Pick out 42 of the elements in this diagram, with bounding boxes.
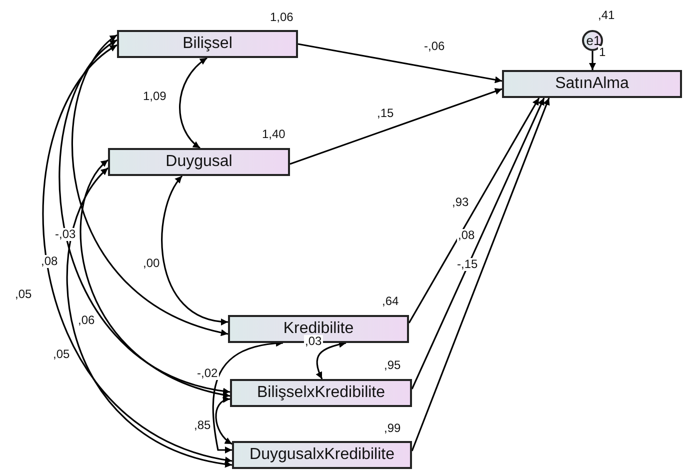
edge-label: -,06 xyxy=(423,40,446,53)
covariance-arrow xyxy=(316,341,346,380)
edge-label: 1 xyxy=(598,46,607,59)
variable-box: BilişselxKredibilite xyxy=(230,379,412,407)
path-arrow xyxy=(411,98,550,452)
covariance-arrow xyxy=(161,176,228,325)
edge-label: ,85 xyxy=(193,419,212,432)
variance-label: 1,40 xyxy=(262,127,286,141)
covariance-arrow xyxy=(179,57,208,149)
edge-label: 1,09 xyxy=(142,90,168,103)
covariance-arrow xyxy=(215,396,232,445)
edge-label: ,00 xyxy=(142,257,161,270)
covariance-arrow xyxy=(42,44,232,463)
edge-label: ,03 xyxy=(304,335,323,348)
covariance-arrow xyxy=(72,34,228,336)
covariance-arrow xyxy=(80,159,230,398)
edge-label: -,15 xyxy=(456,258,479,271)
edge-label: ,08 xyxy=(40,255,59,268)
edge-label: ,06 xyxy=(77,314,96,327)
variance-label: 1,06 xyxy=(270,10,294,24)
path-arrow xyxy=(589,51,596,70)
variance-label: ,41 xyxy=(598,8,615,22)
variance-label: ,64 xyxy=(382,294,399,308)
variable-box: DuygusalxKredibilite xyxy=(232,441,412,469)
edge-label: -,03 xyxy=(54,228,77,241)
path-arrow xyxy=(408,98,540,324)
path-arrow xyxy=(298,43,502,84)
edge-label: ,15 xyxy=(376,107,395,120)
path-arrow xyxy=(290,88,502,165)
edge-label: ,05 xyxy=(14,288,33,301)
variable-box: Duygusal xyxy=(108,148,290,176)
variable-box: Bilişsel xyxy=(117,30,298,58)
edge-label: ,08 xyxy=(457,229,476,242)
path-arrow xyxy=(411,98,545,390)
variance-label: ,95 xyxy=(384,358,401,372)
covariance-arrow xyxy=(66,167,232,467)
variable-box: SatınAlma xyxy=(502,70,682,98)
variance-label: ,99 xyxy=(384,421,401,435)
edge-label: ,05 xyxy=(52,348,71,361)
covariance-arrow xyxy=(58,39,230,394)
edge-label: -,02 xyxy=(196,367,219,380)
edge-label: ,93 xyxy=(451,196,470,209)
